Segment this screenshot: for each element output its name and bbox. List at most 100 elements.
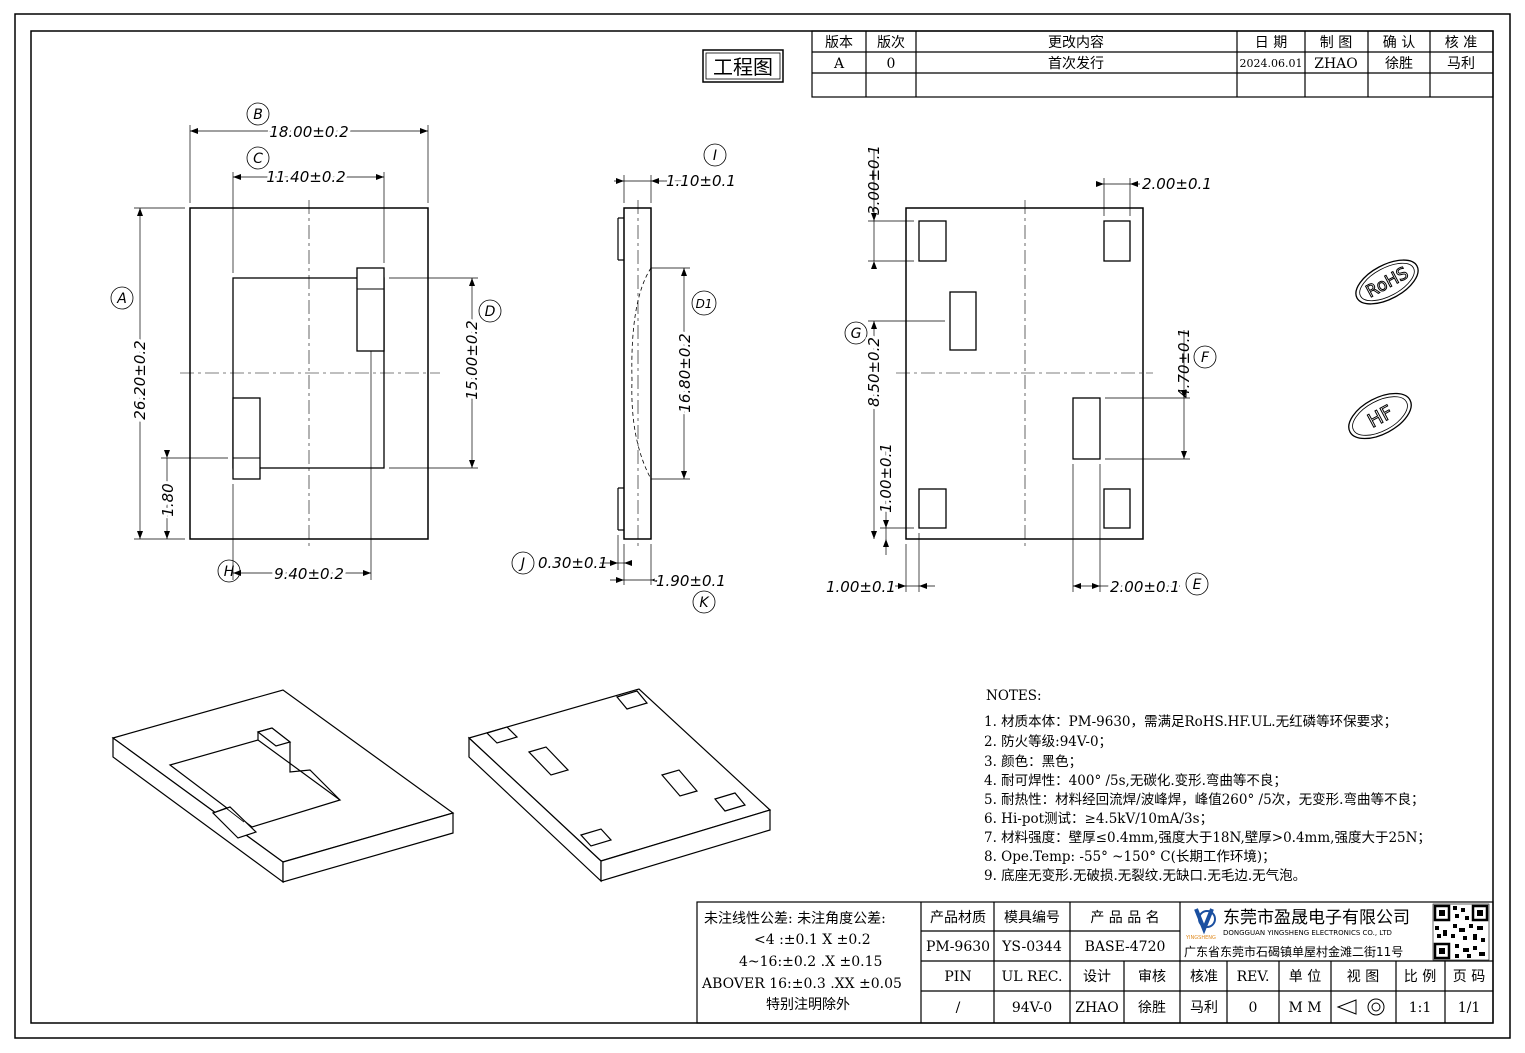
front-slot-top <box>356 267 385 352</box>
tolerance-line1: <4 :±0.1 X ±0.2 <box>754 932 871 948</box>
pad-bottom-left <box>918 488 947 529</box>
title-stamp: 工程图 <box>713 55 773 79</box>
note-item: 1. 材质本体：PM-9630，需满足RoHS.HF.UL.无红磷等环保要求； <box>984 713 1397 730</box>
projection-symbol-icon <box>1336 998 1385 1016</box>
title-stamp-box <box>702 49 784 83</box>
rev-value-edition: 0 <box>887 56 896 72</box>
dim-height-total: 26.20±0.2 <box>131 340 149 419</box>
dim-g: 8.50±0.2 <box>865 337 883 407</box>
label-i: I <box>713 148 717 164</box>
tb-value-product: BASE-4720 <box>1085 939 1166 955</box>
tb-value-scale: 1:1 <box>1409 1000 1432 1016</box>
tb-value-approve: 马利 <box>1190 1000 1218 1016</box>
dim-width-inner: 11.40±0.2 <box>266 168 345 186</box>
company-logo-icon: YINGSHENG <box>1185 908 1216 941</box>
notes-heading: NOTES: <box>986 688 1042 704</box>
company-name-cn: 东莞市盈晟电子有限公司 <box>1223 908 1410 928</box>
iso-view-top <box>111 689 455 884</box>
logo-text: YINGSHENG <box>1185 935 1216 941</box>
note-item: 8. Ope.Temp: -55° ~150° C(长期工作环境)； <box>984 849 1276 865</box>
dim-side-top: 1.10±0.1 <box>666 172 736 190</box>
tb-header-ul: UL REC. <box>1002 969 1063 985</box>
tb-header-check: 审核 <box>1138 969 1166 985</box>
dim-pad-h-bottom: 1.00±0.1 <box>877 443 895 513</box>
note-item: 3. 颜色：黑色； <box>984 753 1082 770</box>
label-e: E <box>1193 577 1202 593</box>
tb-value-design: ZHAO <box>1075 1000 1119 1016</box>
bottom-view <box>844 150 1217 596</box>
tb-value-page: 1/1 <box>1458 1000 1481 1016</box>
label-g: G <box>851 326 862 342</box>
label-a: A <box>116 291 127 307</box>
hf-stamp: HF <box>1348 392 1412 440</box>
tb-value-mold: YS-0344 <box>1001 939 1062 955</box>
tb-value-pin: / <box>956 1000 961 1016</box>
title-block <box>696 901 1494 1024</box>
rev-header-approve: 核 准 <box>1445 35 1477 51</box>
slot-g <box>949 291 977 351</box>
iso-view-bottom <box>467 688 772 883</box>
tolerance-line3: ABOVER 16:±0.3 .XX ±0.05 <box>701 976 902 992</box>
rev-value-date: 2024.06.01 <box>1240 57 1303 70</box>
dim-side-height: 16.80±0.2 <box>676 333 694 412</box>
label-h: H <box>224 564 235 580</box>
tb-value-check: 徐胜 <box>1138 1000 1166 1016</box>
dim-pad-w-bottom-left: 1.00±0.1 <box>826 578 896 596</box>
note-item: 2. 防火等级:94V-0； <box>984 733 1112 750</box>
tb-header-product: 产 品 品 名 <box>1090 910 1159 926</box>
dim-pad-w-bottom-right: 2.00±0.1 <box>1110 578 1180 596</box>
tb-value-unit: M M <box>1288 1000 1321 1016</box>
company-name-en: DONGGUAN YINGSHENG ELECTRONICS CO., LTD <box>1223 929 1392 937</box>
rev-value-confirm: 徐胜 <box>1385 56 1413 72</box>
bottom-outline <box>905 207 1144 540</box>
dim-f: 4.70±0.1 <box>1175 328 1193 398</box>
rohs-text: RoHS <box>1363 263 1412 302</box>
tolerance-heading: 未注线性公差: 未注角度公差: <box>704 911 886 927</box>
note-item: 6. Hi-pot测试：≥4.5kV/10mA/3s； <box>984 811 1213 827</box>
label-d1: D1 <box>696 297 713 311</box>
rev-value-change: 首次发行 <box>1048 56 1104 72</box>
notes-list: 1. 材质本体：PM-9630，需满足RoHS.HF.UL.无红磷等环保要求； … <box>984 713 1431 884</box>
label-k: K <box>699 595 710 611</box>
label-f: F <box>1201 350 1210 366</box>
tb-header-page: 页 码 <box>1453 969 1485 985</box>
dim-height-inner: 15.00±0.2 <box>463 320 481 399</box>
tb-value-ul: 94V-0 <box>1012 1000 1052 1016</box>
rev-header-version: 版本 <box>825 35 853 51</box>
note-item: 5. 耐热性：材料经回流焊/波峰焊，峰值260° /5次，无变形.弯曲等不良； <box>984 791 1424 808</box>
rev-header-change: 更改内容 <box>1048 34 1104 51</box>
front-arrows <box>137 128 475 576</box>
label-b: B <box>253 107 263 123</box>
tb-value-rev: 0 <box>1249 1000 1258 1016</box>
side-body <box>623 207 652 540</box>
tb-header-scale: 比 例 <box>1404 969 1436 985</box>
tolerance-line2: 4~16:±0.2 .X ±0.15 <box>739 954 882 970</box>
dim-pad-w-top: 2.00±0.1 <box>1142 175 1212 193</box>
rev-value-approve: 马利 <box>1447 56 1475 72</box>
slot-f <box>1072 397 1101 460</box>
rev-header-edition: 版次 <box>877 35 905 51</box>
rev-header-confirm: 确 认 <box>1383 35 1415 51</box>
rev-header-drawn: 制 图 <box>1320 35 1352 51</box>
note-item: 9. 底座无变形.无破损.无裂纹.无缺口.无毛边.无气泡。 <box>984 868 1306 884</box>
rev-value-drawn: ZHAO <box>1314 56 1358 72</box>
dim-width-total: 18.00±0.2 <box>269 123 348 141</box>
front-slot-bottom <box>232 397 261 480</box>
dim-width-h: 9.40±0.2 <box>274 565 344 583</box>
revision-table <box>811 30 1494 98</box>
tolerance-line4: 特别注明除外 <box>766 997 850 1013</box>
tb-header-rev: REV. <box>1237 969 1270 985</box>
qr-code-icon <box>1432 903 1490 961</box>
tb-header-unit: 单 位 <box>1289 969 1321 985</box>
pad-top-left <box>918 220 947 262</box>
tb-header-mold: 模具编号 <box>1004 910 1060 926</box>
note-item: 7. 材料强度：壁厚≤0.4mm,强度大于18N,壁厚>0.4mm,强度大于25… <box>984 830 1431 846</box>
tb-header-design: 设计 <box>1083 969 1111 985</box>
rev-value-version: A <box>833 56 845 72</box>
pad-top-right <box>1103 220 1131 262</box>
front-view <box>110 102 502 583</box>
tb-header-approve: 核准 <box>1190 969 1218 985</box>
rev-header-date: 日 期 <box>1255 35 1287 51</box>
note-item: 4. 耐可焊性：400° /5s,无碳化.变形.弯曲等不良； <box>984 772 1287 789</box>
